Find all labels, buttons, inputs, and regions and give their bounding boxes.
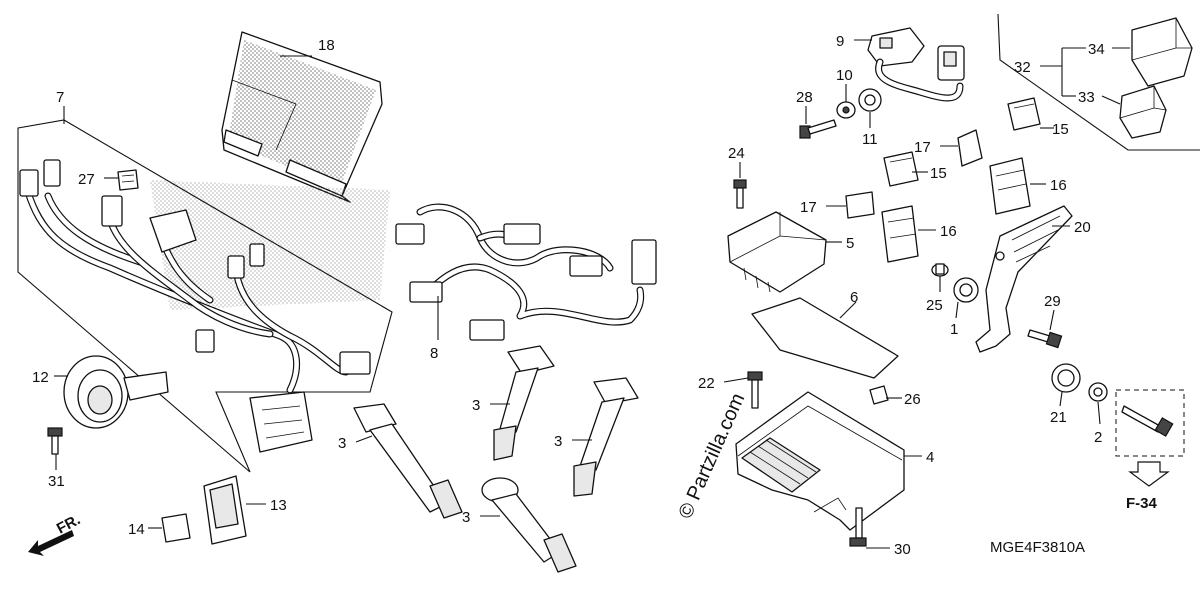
ref-page-label: F-34 bbox=[1126, 495, 1158, 512]
callout-16a: 16 bbox=[1050, 177, 1067, 194]
callout-9: 9 bbox=[836, 33, 844, 50]
callout-12: 12 bbox=[32, 369, 49, 386]
front-label: FR. bbox=[54, 511, 83, 537]
callout-4: 4 bbox=[926, 449, 934, 466]
callout-16b: 16 bbox=[940, 223, 957, 240]
callout-18: 18 bbox=[318, 37, 335, 54]
bolt-29[interactable] bbox=[1027, 329, 1063, 349]
relay-15a[interactable] bbox=[1007, 97, 1041, 131]
collar-2[interactable] bbox=[1088, 382, 1108, 402]
screw-24[interactable] bbox=[733, 179, 747, 209]
clip-26[interactable] bbox=[869, 385, 889, 405]
ref-box bbox=[1115, 389, 1185, 457]
callout-3d: 3 bbox=[462, 509, 470, 526]
horn[interactable] bbox=[63, 355, 169, 429]
callout-15a: 15 bbox=[1052, 121, 1069, 138]
leader-6 bbox=[839, 301, 857, 319]
callout-25: 25 bbox=[926, 297, 943, 314]
callout-27: 27 bbox=[78, 171, 95, 188]
ignition-coil-d[interactable] bbox=[481, 477, 577, 573]
ignition-coil-c[interactable] bbox=[573, 377, 639, 497]
callout-31: 31 bbox=[48, 473, 65, 490]
fuse-clip[interactable] bbox=[117, 169, 139, 191]
leader-2 bbox=[1097, 401, 1101, 425]
callout-11: 11 bbox=[862, 131, 878, 148]
callout-1: 1 bbox=[950, 321, 958, 338]
callout-5: 5 bbox=[846, 235, 854, 252]
sub-wire-harness[interactable] bbox=[395, 203, 657, 341]
washer-10[interactable] bbox=[836, 101, 856, 119]
callout-28: 28 bbox=[796, 89, 813, 106]
bolt-31[interactable] bbox=[47, 427, 63, 455]
sensor-9[interactable] bbox=[867, 27, 965, 102]
callout-32: 32 bbox=[1014, 59, 1031, 76]
relay-corner-frame bbox=[997, 13, 1200, 151]
connector-16b[interactable] bbox=[881, 205, 919, 263]
leader-32-34 bbox=[1040, 47, 1130, 105]
relay-33[interactable] bbox=[1119, 85, 1167, 139]
callout-10: 10 bbox=[836, 67, 853, 84]
relay-15b[interactable] bbox=[883, 151, 919, 187]
leader-3a bbox=[355, 435, 373, 443]
harness-box bbox=[17, 119, 393, 473]
callout-14: 14 bbox=[128, 521, 145, 538]
callout-29: 29 bbox=[1044, 293, 1061, 310]
callout-7: 7 bbox=[56, 89, 64, 106]
callout-21: 21 bbox=[1050, 409, 1067, 426]
module-5[interactable] bbox=[727, 211, 827, 293]
bolt-28[interactable] bbox=[799, 119, 837, 139]
grommet-11[interactable] bbox=[858, 88, 882, 112]
connector-14[interactable] bbox=[161, 513, 191, 543]
grommet-21[interactable] bbox=[1051, 363, 1081, 393]
leader-22 bbox=[723, 377, 749, 383]
callout-24: 24 bbox=[728, 145, 745, 162]
callout-30: 30 bbox=[894, 541, 911, 558]
callout-8: 8 bbox=[430, 345, 438, 362]
callout-3a: 3 bbox=[338, 435, 346, 452]
callout-17b: 17 bbox=[800, 199, 817, 216]
callout-26: 26 bbox=[904, 391, 921, 408]
callout-22: 22 bbox=[698, 375, 715, 392]
bracket-20[interactable] bbox=[975, 205, 1073, 353]
callout-6: 6 bbox=[850, 289, 858, 306]
callout-15b: 15 bbox=[930, 165, 947, 182]
callout-3b: 3 bbox=[472, 397, 480, 414]
leader-29 bbox=[1049, 309, 1055, 331]
down-arrow-icon bbox=[1128, 461, 1170, 487]
bolt-25[interactable] bbox=[931, 263, 949, 277]
connector-16a[interactable] bbox=[989, 157, 1031, 215]
callout-17a: 17 bbox=[914, 139, 931, 156]
ignition-coil-b[interactable] bbox=[493, 345, 555, 461]
callout-20: 20 bbox=[1074, 219, 1091, 236]
regulator-4[interactable] bbox=[735, 391, 905, 531]
relay-34[interactable] bbox=[1131, 17, 1193, 87]
bolt-30[interactable] bbox=[849, 507, 867, 547]
callout-3c: 3 bbox=[554, 433, 562, 450]
ignition-coil-a[interactable] bbox=[353, 403, 463, 519]
bolt-22[interactable] bbox=[747, 371, 763, 409]
connector-17a[interactable] bbox=[957, 129, 983, 167]
relay-13[interactable] bbox=[203, 475, 247, 545]
callout-34: 34 bbox=[1088, 41, 1105, 58]
drawing-code: MGE4F3810A bbox=[990, 539, 1085, 556]
callout-13: 13 bbox=[270, 497, 287, 514]
front-arrow-icon bbox=[28, 530, 74, 556]
ecu-unit[interactable] bbox=[221, 31, 383, 203]
callout-2: 2 bbox=[1094, 429, 1102, 446]
shading-band bbox=[150, 180, 390, 310]
connector-17b[interactable] bbox=[845, 191, 875, 219]
main-wire-harness[interactable] bbox=[19, 159, 371, 453]
grommet-1[interactable] bbox=[953, 277, 979, 303]
leader-1 bbox=[955, 301, 959, 319]
callout-33: 33 bbox=[1078, 89, 1095, 106]
plate-6[interactable] bbox=[751, 297, 899, 379]
leader-21 bbox=[1059, 391, 1063, 407]
